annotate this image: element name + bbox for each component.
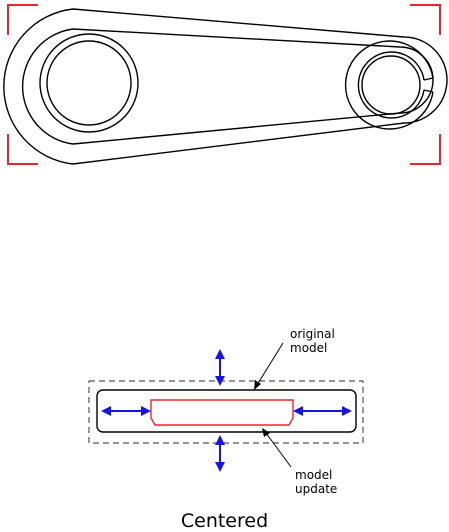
label-original-model: original model xyxy=(290,327,335,355)
corner-mark-bottom-right xyxy=(410,134,440,164)
corner-mark-top-right xyxy=(410,5,440,35)
label-original-line2: model xyxy=(290,341,335,355)
leader-model-update xyxy=(262,428,291,467)
link-part-drawing xyxy=(4,9,447,164)
large-hole-inner xyxy=(47,41,131,125)
label-original-line1: original xyxy=(290,327,335,341)
corner-mark-top-left xyxy=(8,5,38,35)
resize-arrows xyxy=(101,349,352,472)
arrow-right-double xyxy=(293,406,352,416)
arrow-left-double xyxy=(101,406,151,416)
small-hole-gap-top xyxy=(424,78,433,80)
link-outer-outline xyxy=(4,9,447,164)
small-hole-core xyxy=(362,56,420,114)
arrow-down-double xyxy=(215,435,225,472)
large-hole-outer xyxy=(40,34,138,132)
updated-model-outline xyxy=(151,400,293,425)
caption-centered: Centered xyxy=(0,510,449,532)
label-model-update: model update xyxy=(295,468,337,496)
label-update-line1: model xyxy=(295,468,337,482)
label-update-line2: update xyxy=(295,482,337,496)
leader-original-model xyxy=(254,343,283,390)
leader-lines xyxy=(254,343,291,467)
small-hole-inner-split xyxy=(358,52,424,118)
